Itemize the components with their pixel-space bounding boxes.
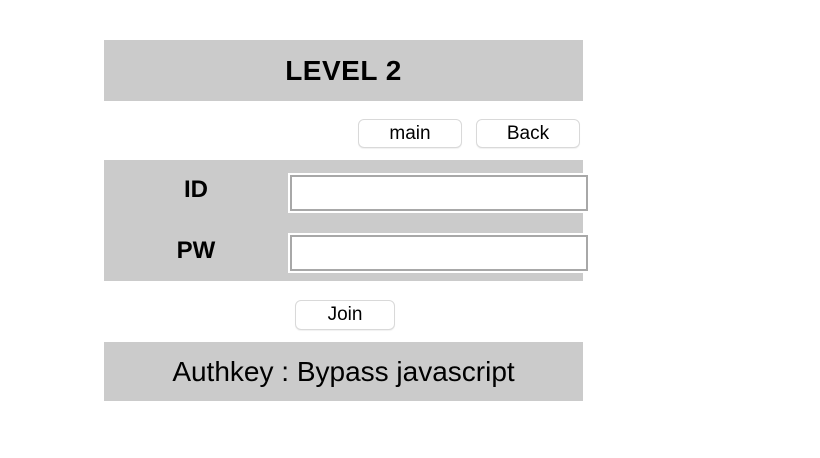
authkey-banner: Authkey : Bypass javascript (104, 342, 583, 401)
main-button[interactable]: main (358, 119, 462, 148)
id-label: ID (184, 176, 208, 203)
back-button[interactable]: Back (476, 119, 580, 148)
pw-label: PW (176, 237, 216, 264)
authkey-text: Authkey : Bypass javascript (172, 355, 515, 387)
level-header-bar: LEVEL 2 (104, 40, 583, 101)
page-title: LEVEL 2 (285, 54, 402, 86)
id-input[interactable] (288, 173, 590, 213)
join-button[interactable]: Join (295, 300, 395, 330)
pw-input[interactable] (288, 233, 590, 273)
login-form-panel: ID PW (104, 160, 590, 281)
